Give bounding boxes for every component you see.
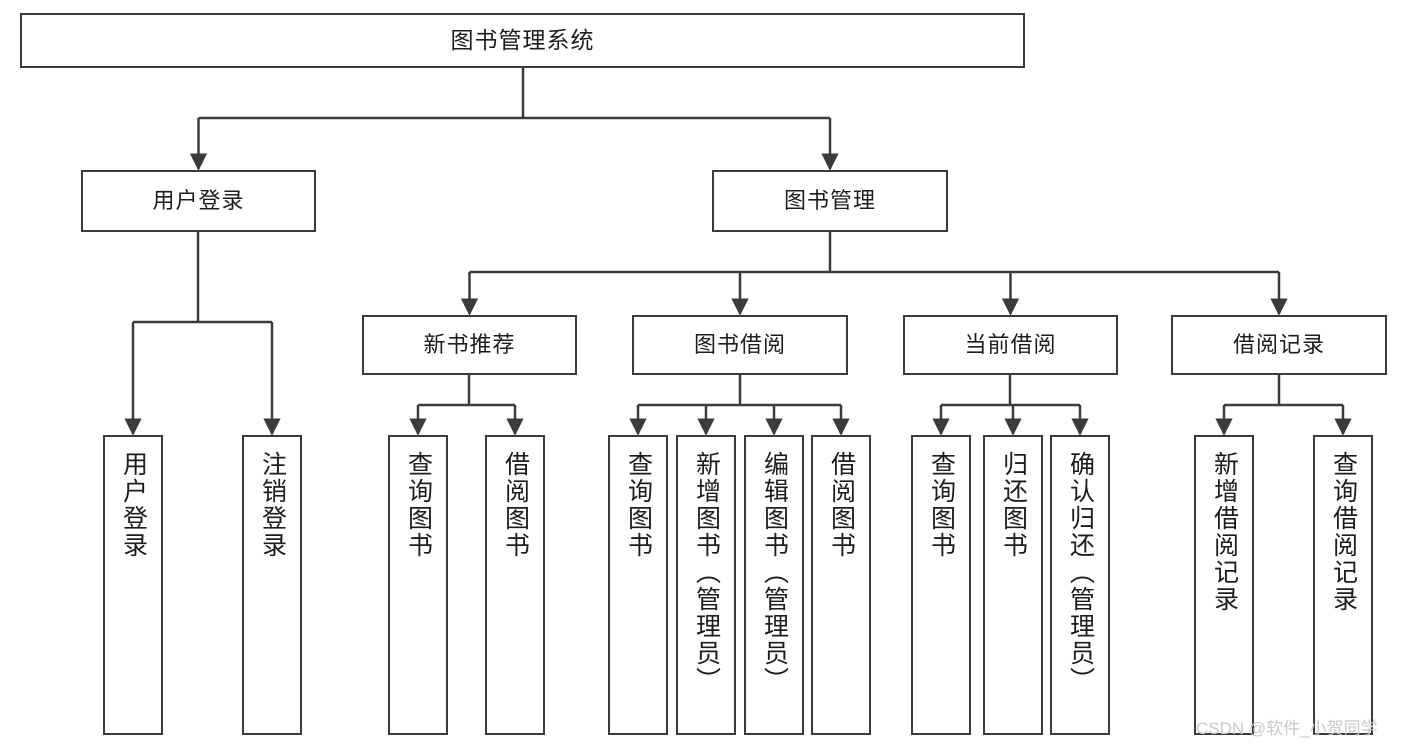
node-label: 新增图书（管理员） xyxy=(692,451,721,694)
node-label: 图书管理 xyxy=(783,187,876,213)
node-leaf13[interactable]: 查询借阅记录 xyxy=(1313,435,1373,735)
node-label: 借阅记录 xyxy=(1232,331,1325,357)
node-label: 用户登录 xyxy=(152,187,245,213)
node-label: 归还图书 xyxy=(999,451,1028,559)
node-leaf1[interactable]: 用户登录 xyxy=(103,435,163,735)
node-bookmgmt[interactable]: 图书管理 xyxy=(712,170,948,232)
node-label: 借阅图书 xyxy=(501,451,530,559)
node-label: 新书推荐 xyxy=(423,331,516,357)
node-label: 确认归还（管理员） xyxy=(1066,451,1095,694)
node-label: 查询图书 xyxy=(927,451,956,559)
node-leaf3[interactable]: 查询图书 xyxy=(388,435,448,735)
node-login[interactable]: 用户登录 xyxy=(81,170,316,232)
node-newbook[interactable]: 新书推荐 xyxy=(362,315,577,375)
node-label: 图书管理系统 xyxy=(450,26,595,53)
node-label: 新增借阅记录 xyxy=(1210,451,1239,613)
node-label: 用户登录 xyxy=(119,451,148,559)
node-current[interactable]: 当前借阅 xyxy=(903,315,1118,375)
node-leaf9[interactable]: 查询图书 xyxy=(911,435,971,735)
watermark: CSDN @软件_小贺同学 xyxy=(1196,719,1378,738)
node-label: 查询图书 xyxy=(624,451,653,559)
node-label: 查询借阅记录 xyxy=(1329,451,1358,613)
node-label: 当前借阅 xyxy=(964,331,1057,357)
node-borrow[interactable]: 图书借阅 xyxy=(632,315,848,375)
node-leaf11[interactable]: 确认归还（管理员） xyxy=(1050,435,1110,735)
node-leaf10[interactable]: 归还图书 xyxy=(983,435,1043,735)
node-leaf5[interactable]: 查询图书 xyxy=(608,435,668,735)
node-leaf12[interactable]: 新增借阅记录 xyxy=(1194,435,1254,735)
node-root[interactable]: 图书管理系统 xyxy=(20,13,1025,68)
node-label: 编辑图书（管理员） xyxy=(760,451,789,694)
node-leaf6[interactable]: 新增图书（管理员） xyxy=(676,435,736,735)
node-label: 查询图书 xyxy=(404,451,433,559)
node-label: 借阅图书 xyxy=(827,451,856,559)
node-leaf7[interactable]: 编辑图书（管理员） xyxy=(744,435,804,735)
node-leaf4[interactable]: 借阅图书 xyxy=(485,435,545,735)
node-label: 注销登录 xyxy=(258,451,287,559)
edge-layer xyxy=(124,68,1352,436)
node-leaf8[interactable]: 借阅图书 xyxy=(811,435,871,735)
node-leaf2[interactable]: 注销登录 xyxy=(242,435,302,735)
node-label: 图书借阅 xyxy=(693,331,786,357)
node-records[interactable]: 借阅记录 xyxy=(1171,315,1387,375)
